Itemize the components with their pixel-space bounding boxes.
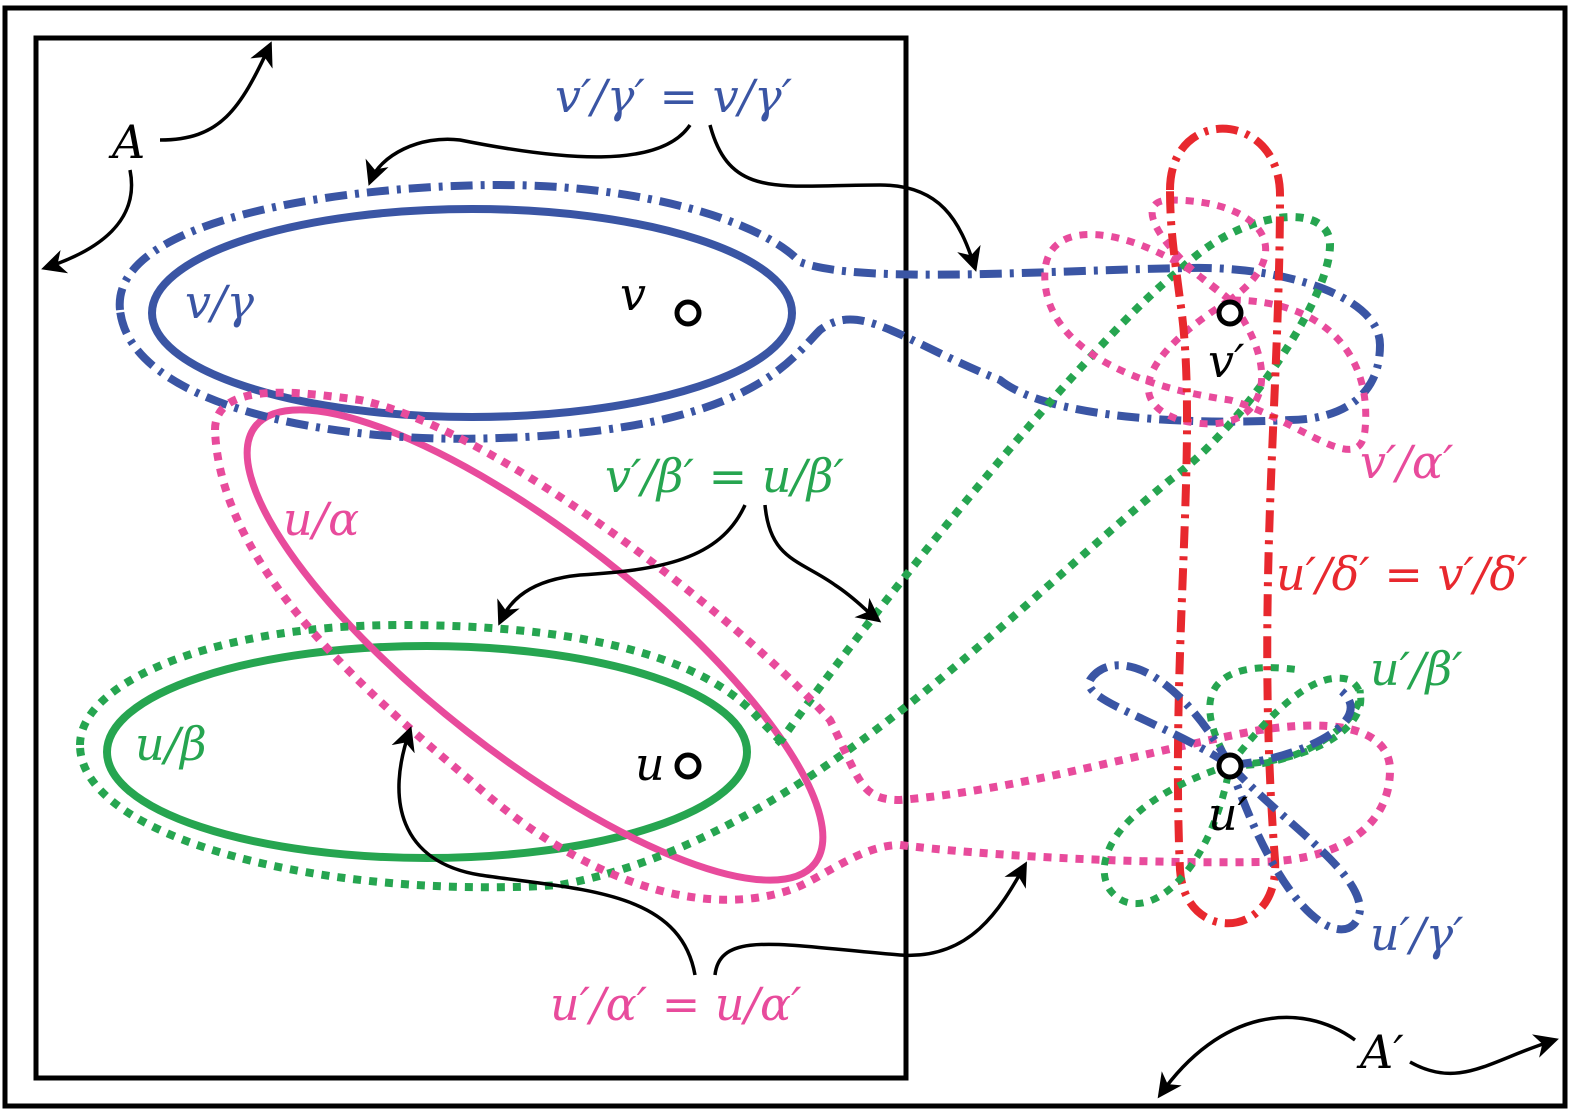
label-node-u: u [635,737,665,791]
arrow-vp-gammap-left [365,124,692,186]
inner-frame-A [33,35,909,1081]
label-node-v: v [620,267,646,321]
label-up-betap: u′/β′ [1370,642,1463,696]
region-vp-gammap [115,180,1385,443]
arrow-A-prime-left [1157,1015,1357,1099]
node-v-prime [1216,299,1244,327]
ellipse-v-gamma [148,205,796,421]
label-up-deltap: u′/δ′ = v′/δ′ [1276,547,1528,601]
region-up-deltap [1165,124,1285,928]
arrow-up-alphap-left [391,726,697,976]
region-vp-betap [75,213,1335,892]
label-A-prime: A′ [1356,1025,1404,1079]
arrow-A-down [41,169,134,274]
label-A: A [108,115,145,169]
label-v-gamma: v/γ [185,275,254,329]
arrow-vp-betap-right [763,504,882,623]
label-vp-gammap: v′/γ′ = v/γ′ [555,69,793,123]
region-up-alphap [210,388,1395,904]
label-up-gammap: u′/γ′ [1370,907,1464,961]
region-up-gammap [1085,661,1365,934]
arrow-up-alphap-right [713,861,1027,976]
node-v [674,299,702,327]
region-up-betap [1100,664,1365,908]
outer-frame-A-prime [2,5,1568,1109]
arrow-A-up [159,41,273,142]
node-u-prime [1216,752,1244,780]
label-vp-betap: v′/β′ = u/β′ [605,449,844,503]
label-node-v-prime: v′ [1208,334,1245,388]
label-node-u-prime: u′ [1208,787,1249,841]
node-u [674,752,702,780]
arrow-A-prime-right [1409,1034,1559,1076]
label-u-alpha: u/α [283,492,359,546]
arrow-vp-gammap-right [708,124,981,272]
label-up-alphap: u′/α′ = u/α′ [550,977,802,1031]
label-u-beta: u/β [135,717,207,771]
arrow-vp-betap-left [497,504,747,626]
ellipse-u-alpha [243,406,827,884]
label-vp-alphap: v′/α′ [1360,435,1454,489]
ellipse-u-beta [103,642,751,862]
